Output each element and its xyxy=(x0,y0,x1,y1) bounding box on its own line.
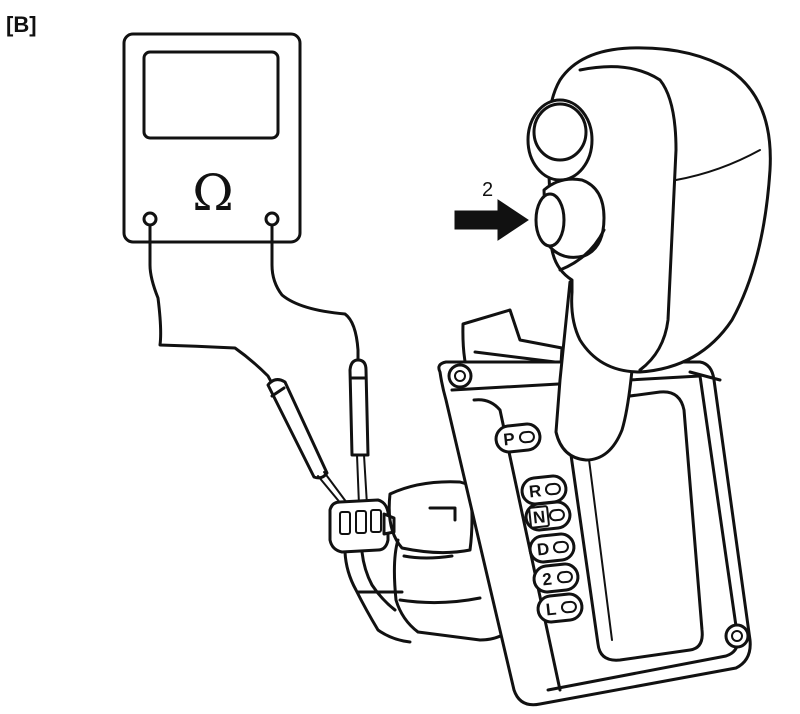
gate-label-n: N xyxy=(532,507,546,527)
gate-position-l: L xyxy=(536,592,584,624)
callout-number: 2 xyxy=(482,179,493,201)
housing-screw-bottom xyxy=(724,623,750,649)
gate-position-d: D xyxy=(528,532,576,564)
gate-label-l: L xyxy=(545,599,557,619)
gate-position-n: N xyxy=(524,500,572,532)
gate-label-p: P xyxy=(502,429,515,449)
gate-position-r: R xyxy=(520,474,568,506)
probe-right xyxy=(348,358,370,506)
knob-button-top xyxy=(526,98,594,182)
shift-lock-button xyxy=(534,177,606,259)
ohmmeter-body xyxy=(122,32,302,244)
test-lead-right xyxy=(270,224,360,367)
panel-label: [B] xyxy=(6,12,37,37)
probe-left xyxy=(266,378,348,506)
arrow-right-icon xyxy=(454,199,529,241)
ohmmeter-icon: Ω xyxy=(192,164,233,222)
ohmmeter-display xyxy=(142,50,280,140)
gate-label-r: R xyxy=(528,481,542,501)
wire-harness xyxy=(343,550,412,644)
housing-screw-top xyxy=(447,363,473,389)
ohmmeter: Ω xyxy=(122,32,302,244)
meter-terminal-right xyxy=(264,211,280,227)
gate-label-2: 2 xyxy=(541,569,552,589)
selected-position-box xyxy=(528,505,550,529)
harness-sleeve xyxy=(387,480,474,555)
switch-connector xyxy=(328,498,396,554)
gate-position-p: P xyxy=(494,422,542,454)
gate-label-d: D xyxy=(536,539,550,559)
gate-indicator: P R N D 2 L xyxy=(494,422,584,624)
shift-knob xyxy=(546,46,772,374)
test-lead-left xyxy=(148,224,280,392)
meter-terminal-left xyxy=(142,211,158,227)
gate-position-2: 2 xyxy=(532,562,580,594)
